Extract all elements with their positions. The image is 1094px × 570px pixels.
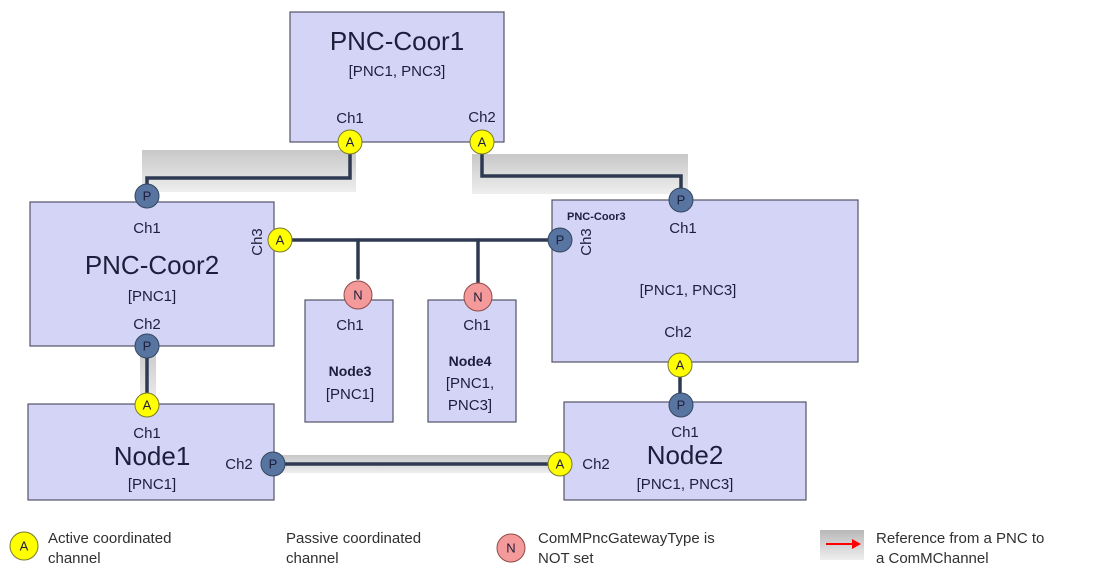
coor3-ch2-label: Ch2	[664, 324, 692, 341]
node2-pncs: [PNC1, PNC3]	[637, 476, 734, 493]
node3-title: Node3	[329, 363, 372, 379]
wires	[145, 140, 683, 466]
coor3-ch1-passive-marker	[668, 187, 694, 213]
node4-ch1-notset-letter: N	[473, 290, 482, 305]
coor1-ch1-active-marker	[337, 129, 363, 155]
coor3-ch3-passive-letter: P	[556, 233, 565, 248]
coor3-pncs: [PNC1, PNC3]	[640, 282, 737, 299]
coor2-ch1-passive-letter: P	[143, 189, 152, 204]
coor3-ch2-active-letter: A	[676, 358, 685, 373]
coor2-ch2-passive-marker	[134, 333, 160, 359]
box-node4	[427, 299, 517, 423]
node4-title: Node4	[449, 353, 492, 369]
node1-ch2-passive-marker	[260, 451, 286, 477]
coor1-title: PNC-Coor1	[330, 26, 464, 56]
node3-ch1-notset-letter: N	[353, 288, 362, 303]
node1-ch2-label: Ch2	[225, 456, 253, 473]
node1-ch1-active-letter: A	[143, 398, 152, 413]
coor2-ch2-label: Ch2	[133, 316, 161, 333]
node2-ch2-label: Ch2	[582, 456, 610, 473]
legend-passive-text-2: channel	[286, 550, 339, 567]
node1-ch1-label: Ch1	[133, 425, 161, 442]
legend-active-text-2: channel	[48, 550, 101, 567]
node2-title: Node2	[647, 440, 724, 470]
coor2-title: PNC-Coor2	[85, 250, 219, 280]
node2-ch2-active-marker	[547, 451, 573, 477]
coor2-ch1-label: Ch1	[133, 220, 161, 237]
node2-ch2-active-letter: A	[556, 457, 565, 472]
node1-title: Node1	[114, 441, 191, 471]
node3-ch1-notset-marker	[343, 280, 373, 310]
legend-active-marker	[9, 531, 39, 561]
coor2-ch3-active-letter: A	[276, 233, 285, 248]
legend-active-letter: A	[20, 539, 29, 554]
node4-pncs-line1: [PNC1,	[446, 375, 494, 392]
wire-coor1-coor3	[480, 140, 683, 196]
coor1-ch2-active-marker	[469, 129, 495, 155]
coor2-ch3-label: Ch3	[249, 228, 266, 256]
coor1-pncs: [PNC1, PNC3]	[349, 63, 446, 80]
coor2-pncs: [PNC1]	[128, 288, 176, 305]
reference-shadows	[140, 150, 688, 473]
coor1-ch2-label: Ch2	[468, 109, 496, 126]
node2-ch1-passive-letter: P	[677, 398, 686, 413]
coor3-ch3-passive-marker	[547, 227, 573, 253]
box-pnc-coor3	[551, 199, 859, 363]
shadow-coor1-coor2	[142, 150, 356, 192]
coor1-ch2-active-letter: A	[478, 135, 487, 150]
legend-reference-text-2: a ComMChannel	[876, 550, 989, 567]
shadow-coor1-coor3	[472, 154, 688, 194]
coor3-ch3-label: Ch3	[578, 228, 595, 256]
node1-pncs: [PNC1]	[128, 476, 176, 493]
legend-notset-letter: N	[506, 541, 515, 556]
legend-passive-text-1: Passive coordinated	[286, 530, 421, 547]
box-pnc-coor1	[289, 11, 505, 143]
coor1-ch1-label: Ch1	[336, 110, 364, 127]
legend-active-text-1: Active coordinated	[48, 530, 171, 547]
node4-ch1-notset-marker	[463, 282, 493, 312]
node4-pncs-line2: PNC3]	[448, 397, 492, 414]
node2-ch1-label: Ch1	[671, 424, 699, 441]
legend: A Active coordinated channel Passive coo…	[9, 530, 1044, 567]
coor3-ch2-active-marker	[667, 352, 693, 378]
coor3-ch1-passive-letter: P	[677, 193, 686, 208]
node2-ch1-passive-marker	[668, 392, 694, 418]
coor2-ch2-passive-letter: P	[143, 339, 152, 354]
node4-ch1-label: Ch1	[463, 317, 491, 334]
legend-notset-text-1: ComMPncGatewayType is	[538, 530, 715, 547]
legend-reference-text-1: Reference from a PNC to	[876, 530, 1044, 547]
coor2-ch3-active-marker	[267, 227, 293, 253]
node3-pncs: [PNC1]	[326, 386, 374, 403]
coor3-title: PNC-Coor3	[567, 211, 626, 223]
coor2-ch1-passive-marker	[134, 183, 160, 209]
legend-notset-text-2: NOT set	[538, 550, 594, 567]
coor1-ch1-active-letter: A	[346, 135, 355, 150]
legend-notset-marker	[496, 533, 526, 563]
node1-ch1-active-marker	[134, 392, 160, 418]
node3-ch1-label: Ch1	[336, 317, 364, 334]
coor3-ch1-label: Ch1	[669, 220, 697, 237]
legend-reference-arrow-icon	[826, 539, 861, 549]
node1-ch2-passive-letter: P	[269, 457, 278, 472]
